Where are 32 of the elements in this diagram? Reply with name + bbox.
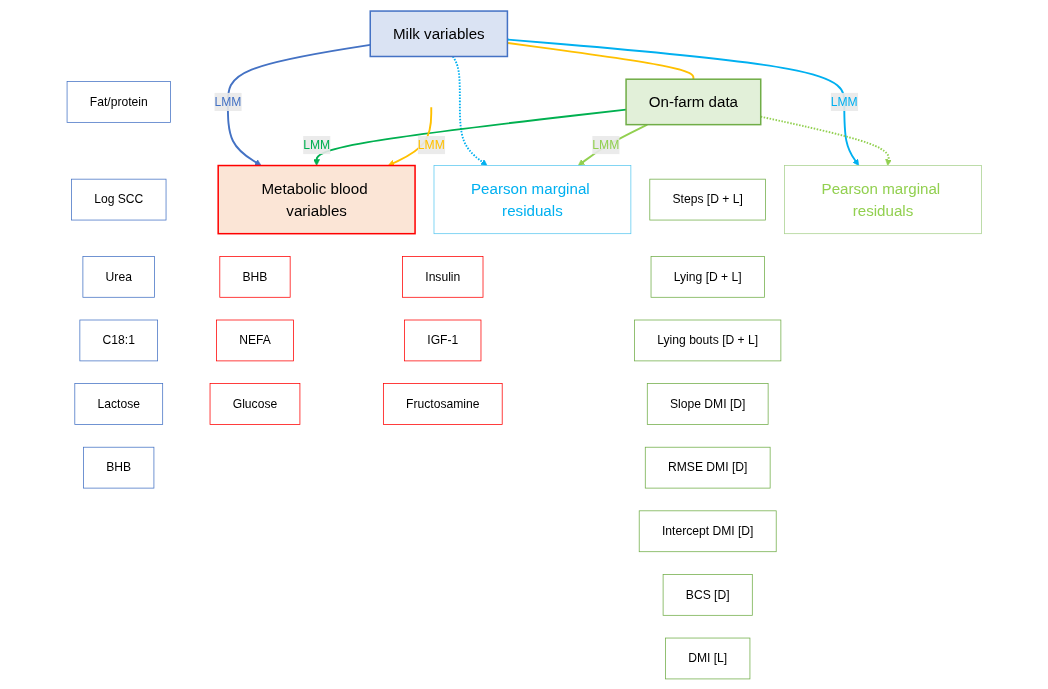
node-box: Urea [82, 255, 155, 298]
node-box: Glucose [209, 382, 301, 425]
edge-label: LMM [830, 94, 858, 108]
node-box: Intercept DMI [D] [638, 509, 777, 552]
node-box: BHB [82, 446, 155, 488]
arrow [577, 123, 648, 166]
node-box: Lying bouts [D + L] [633, 319, 781, 361]
node-box: Fat/protein [66, 80, 171, 123]
node-box: BHB [219, 255, 291, 298]
node-box: Milk variables [369, 9, 508, 57]
edge-label: LMM [302, 137, 330, 151]
node-box: C18:1 [79, 319, 158, 361]
node-box: Steps [D + L] [649, 178, 766, 220]
node-box: BCS [D] [662, 573, 753, 616]
node-box: Pearson marginal residuals [433, 164, 631, 234]
node-box: IGF-1 [403, 319, 482, 361]
node-box: NEFA [215, 319, 294, 361]
node-box: RMSE DMI [D] [644, 446, 771, 488]
node-box: Lying [D + L] [650, 255, 765, 298]
node-box: Insulin [401, 255, 484, 298]
node-box: Log SCC [70, 178, 167, 220]
edge-label: LMM [214, 94, 242, 108]
node-box: Slope DMI [D] [646, 382, 769, 425]
node-box: On-farm data [625, 77, 762, 125]
node-box: Pearson marginal residuals [783, 164, 982, 234]
arrow [451, 55, 488, 166]
node-box: Metabolic blood variables [217, 164, 416, 234]
node-box: DMI [L] [664, 637, 751, 679]
node-box: Fructosamine [382, 382, 503, 425]
edge-label: LMM [417, 137, 445, 151]
node-box: Lactose [74, 382, 163, 425]
edge-label: LMM [592, 137, 619, 151]
